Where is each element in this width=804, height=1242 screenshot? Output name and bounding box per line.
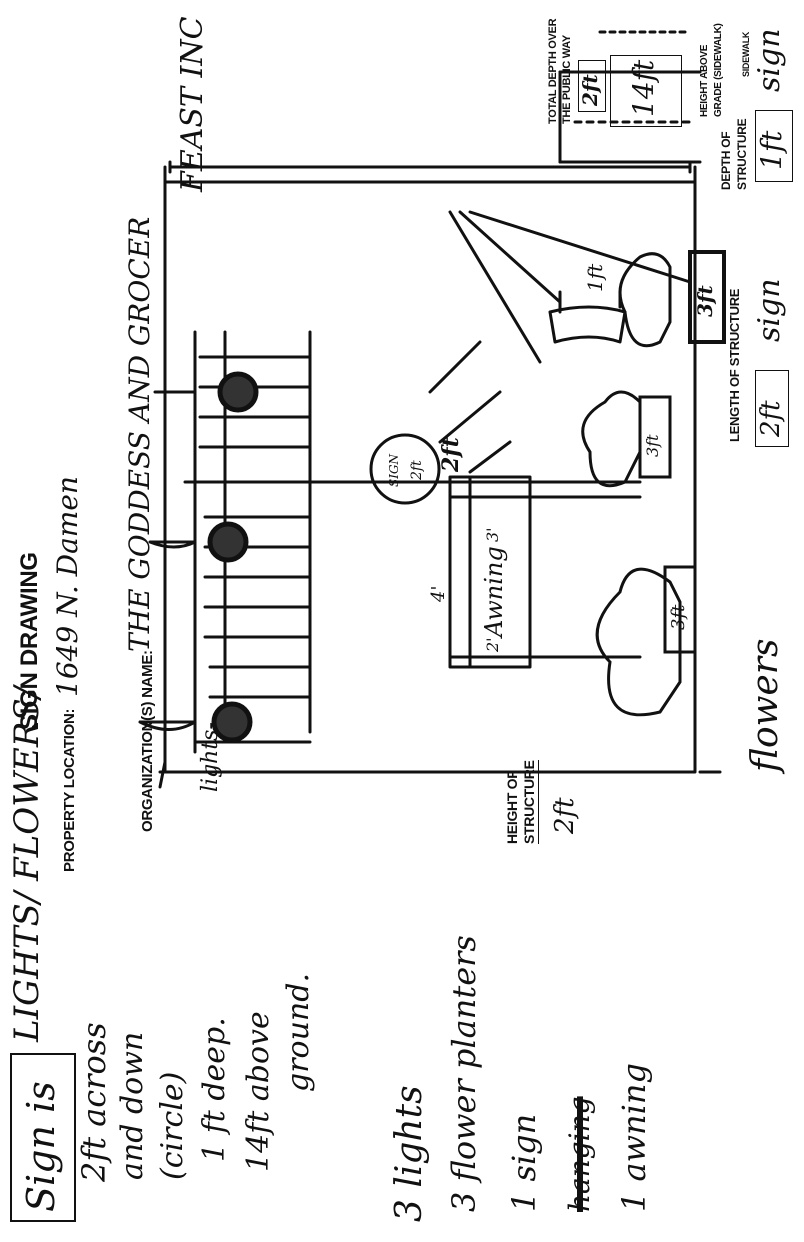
sign-dim: 2ft [438, 437, 464, 472]
awning-depth: 3' [483, 527, 502, 542]
planter-left-size: 3ft [668, 604, 689, 630]
total-depth-label-2: THE PUBLIC WAY [561, 35, 573, 124]
sign-circle-text-2: 2ft [409, 460, 425, 480]
height-above-grade-label-2: GRADE (SIDEWALK) [713, 23, 724, 117]
height-above-grade-label-1: HEIGHT ABOVE [699, 44, 710, 117]
awning-width: 4' [428, 585, 449, 602]
awning-height: 2' [483, 637, 502, 652]
height-of-structure-label-2: STRUCTURE [521, 760, 539, 844]
depth-of-structure-note: sign [752, 28, 787, 92]
height-of-structure-label-1: HEIGHT OF [504, 770, 520, 844]
sign-circle-text-1: SIGN [387, 453, 401, 487]
planter-mid-size: 3ft [643, 434, 662, 457]
sidewalk-label: SIDEWALK [741, 31, 751, 77]
depth-of-structure-value: 1ft [755, 130, 788, 170]
length-of-structure-label: LENGTH OF STRUCTURE [727, 288, 742, 442]
height-above-grade-value: 14ft [627, 59, 660, 117]
total-depth-label-1: TOTAL DEPTH OVER [547, 18, 559, 124]
total-depth-value: 2ft [578, 74, 602, 106]
side-sign-depth: 1ft [583, 263, 607, 292]
length-of-structure-value: 2ft [756, 400, 786, 437]
lights-label: lights- [198, 722, 223, 792]
height-of-structure-value: 2ft [550, 797, 580, 834]
length-of-structure-note: sign [752, 278, 787, 342]
awning-label: Awning [480, 546, 508, 637]
depth-of-structure-label-2: STRUCTURE [735, 118, 749, 190]
depth-of-structure-label-1: DEPTH OF [719, 131, 733, 190]
planter-right-size: 3ft [693, 285, 717, 317]
flowers-label: flowers [745, 638, 786, 773]
